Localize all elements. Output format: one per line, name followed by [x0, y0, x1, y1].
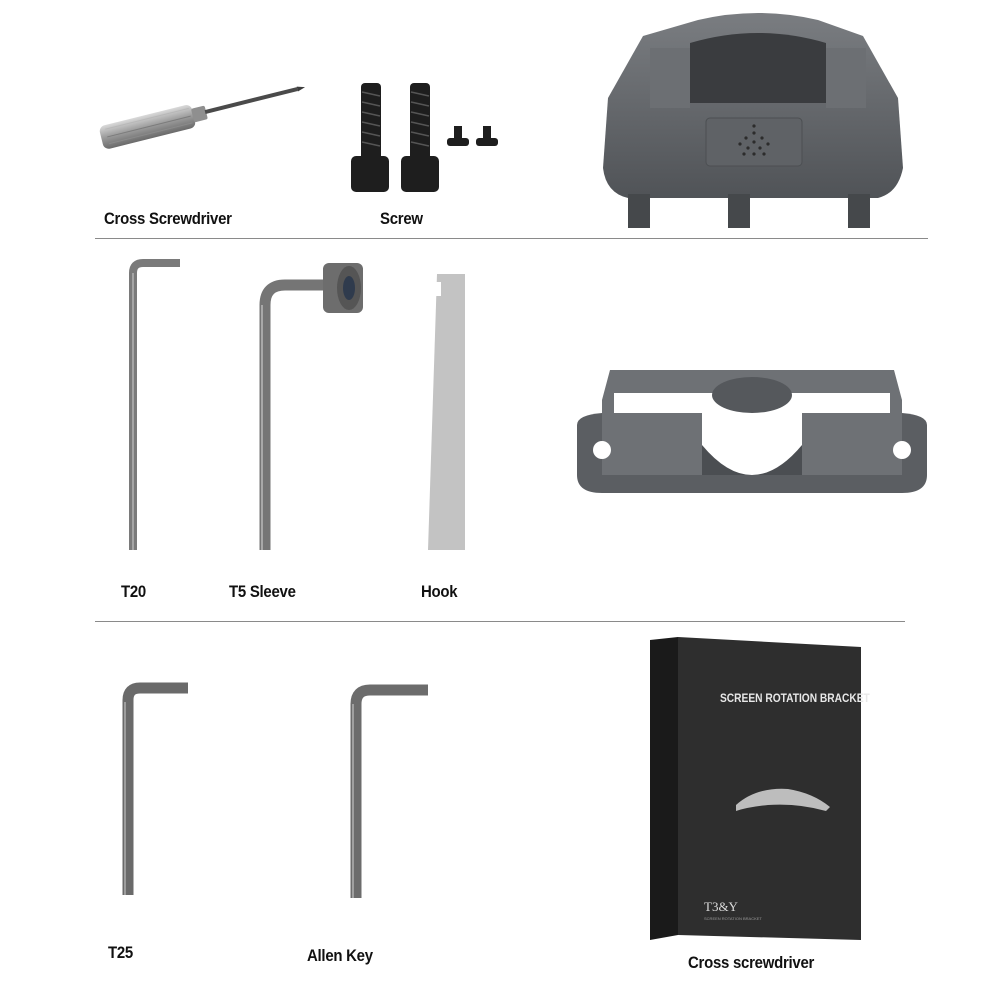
- allen-key-image: [350, 684, 428, 898]
- row-divider-top: [95, 238, 928, 239]
- box-title: SCREEN ROTATION BRACKET: [720, 691, 870, 705]
- bracket-housing-image: [603, 13, 903, 228]
- cross-screwdriver-label: Cross Screwdriver: [104, 209, 232, 228]
- allen-key-label: Allen Key: [307, 946, 373, 965]
- cross-screwdriver-image: [99, 86, 306, 149]
- t20-key-image: [129, 259, 180, 550]
- t5-sleeve-label: T5 Sleeve: [229, 582, 296, 601]
- product-box-shape: [650, 637, 861, 940]
- hook-image: [428, 274, 465, 550]
- t25-label: T25: [108, 943, 133, 962]
- hook-label: Hook: [421, 582, 458, 601]
- product-box: SCREEN ROTATION BRACKET T3&Y SCREEN ROTA…: [648, 635, 870, 945]
- screw-image: [351, 83, 498, 192]
- box-logo: T3&Y: [704, 899, 738, 914]
- row-divider-bottom: [95, 621, 905, 622]
- t25-key-image: [122, 682, 188, 895]
- t20-label: T20: [121, 582, 146, 601]
- t5-sleeve-image: [259, 263, 363, 550]
- bracket-base-image: [577, 370, 927, 493]
- box-logo-subtitle: SCREEN ROTATION BRACKET: [704, 916, 762, 921]
- box-label: Cross screwdriver: [688, 953, 815, 972]
- screw-label: Screw: [380, 209, 423, 228]
